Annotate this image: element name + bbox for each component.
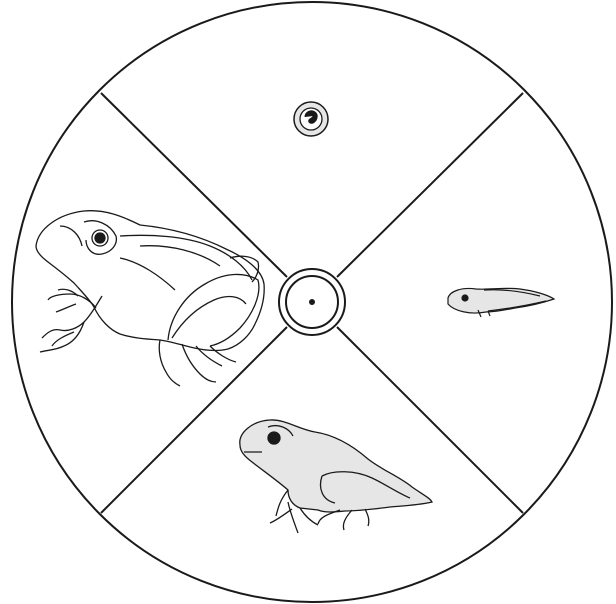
- wheel-hub: [279, 269, 345, 335]
- egg-icon: [294, 102, 328, 136]
